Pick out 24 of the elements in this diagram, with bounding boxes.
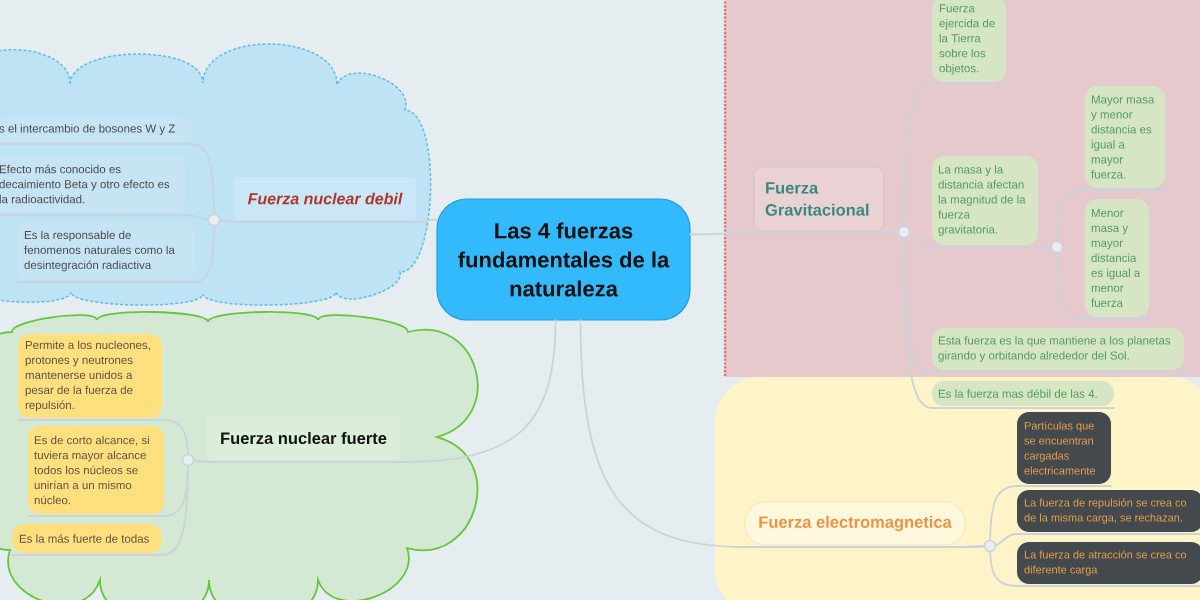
- topic-box: Fuerza nuclear fuerte: [207, 416, 400, 460]
- note-box: La masa y la distancia afectan la magnitud de la fuerza gravitatoria.: [932, 156, 1038, 245]
- note-box: s el intercambio de bosones W y Z: [0, 117, 192, 142]
- note-box: Mayor masa y menor distancia es igual a mayor fuerza.: [1085, 86, 1165, 188]
- note-box: Partículas que se encuentran cargadas electricamente: [1017, 412, 1111, 484]
- note-box: Es de corto alcance, si tuviera mayor alcance todos los núcleos se unirían a un mismo núcleo.: [28, 426, 164, 514]
- note-box: Es la fuerza mas débil de las 4.: [932, 381, 1114, 406]
- topic-box: Fuerza electromagnetica: [744, 501, 966, 546]
- note-box: Efecto más conocido es decaimiento Beta y otro efecto es la radioactividad.: [0, 155, 185, 213]
- note-box: Fuerza ejercida de la Tierra sobre los objetos.: [932, 0, 1006, 82]
- central-topic-box: Las 4 fuerzas fundamentales de la naturaleza: [436, 198, 691, 321]
- connector-line: [579, 319, 966, 548]
- note-box: Permite a los nucleones, protones y neutrones mantenerse unidos a pesar de la fuerza de repulsión.: [18, 334, 162, 418]
- note-box: Es la responsable de fenomenos naturales como la desintegración radiactiva: [17, 222, 195, 280]
- note-box: La fuerza de repulsión se crea co de la misma carga, se rechazan.: [1017, 490, 1200, 532]
- topic-box: Fuerza Gravitacional: [753, 166, 885, 232]
- note-box: Menor masa y mayor distancia es igual a menor fuerza: [1085, 199, 1149, 317]
- connector-line: [206, 319, 557, 463]
- note-box: Esta fuerza es la que mantiene a los planetas girando y orbitando alrededor del Sol.: [932, 328, 1184, 370]
- note-box: Es la más fuerte de todas: [12, 524, 162, 553]
- topic-box: Fuerza nuclear debil: [234, 177, 416, 220]
- connector-line: [233, 218, 438, 223]
- note-box: La fuerza de atracción se crea co diferente carga: [1017, 542, 1200, 584]
- connector-line: [964, 545, 1200, 587]
